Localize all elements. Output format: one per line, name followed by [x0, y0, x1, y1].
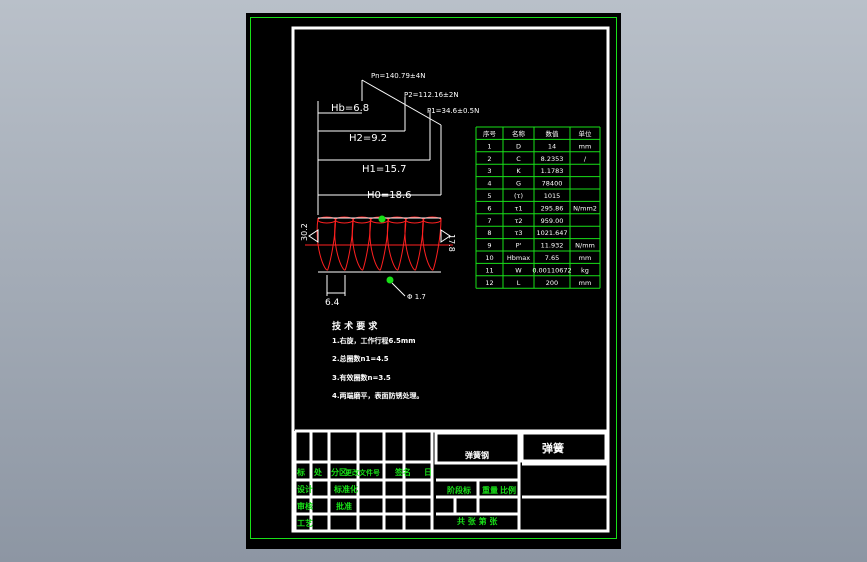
table-header-cell: 序号 [483, 129, 497, 138]
table-cell: τ2 [514, 217, 522, 225]
wire-diameter-label: Φ 1.7 [407, 293, 426, 301]
table-cell: / [584, 155, 587, 163]
stage-label: 阶段标 [447, 485, 471, 495]
table-cell: N/mm [575, 242, 595, 250]
table-cell: 8 [487, 229, 491, 237]
coil-front [404, 217, 417, 271]
table-header-cell: 单位 [579, 129, 593, 138]
sheet-label: 共 张 第 张 [457, 516, 498, 526]
coil-front [422, 217, 434, 271]
table-cell: 78400 [542, 180, 563, 188]
tech-item-4: 4.两端磨平，表面防锈处理。 [332, 391, 424, 400]
table-cell: D [516, 142, 521, 150]
tb-c-0: 审核 [297, 501, 313, 511]
tech-item-1: 1.右旋，工作行程6.5mm [332, 336, 416, 345]
table-cell: 7 [487, 217, 491, 225]
weight-label: 重量 [482, 485, 498, 495]
table-cell: 4 [487, 180, 491, 188]
table-cell: L [517, 279, 521, 287]
coil-front [334, 217, 346, 271]
title-block-labels: 标 处 分区 更改文件号 签名 日 设计 标准化 审核 工艺 批准 阶段标 重量… [296, 467, 516, 528]
spring-drawing [305, 215, 453, 297]
table-cell: 1015 [544, 192, 561, 200]
height-h2-label: H2=9.2 [349, 133, 387, 144]
table-cell: 7.65 [545, 254, 559, 262]
table-cell: kg [581, 266, 589, 274]
table-cell: 11 [485, 266, 493, 274]
table-cell: 10 [485, 254, 493, 262]
left-diameter-label: 30.2 [300, 223, 309, 241]
load-p1-label: P1=34.6±0.5N [427, 107, 479, 115]
inner-frame [291, 26, 610, 533]
table-cell: 1.1783 [541, 167, 564, 175]
tech-title: 技 术 要 求 [332, 320, 378, 332]
tech-item-3: 3.有效圈数n=3.5 [332, 373, 391, 382]
scale-label: 比例 [500, 485, 516, 495]
table-cell: 1021.647 [536, 229, 567, 237]
tech-item-2: 2.总圈数n1=4.5 [332, 354, 389, 363]
tb-d-0: 工艺 [297, 518, 313, 528]
tb-a-5: 日 [424, 468, 432, 477]
tb-a-3: 更改文件号 [345, 468, 380, 477]
tb-a-0: 标 [296, 467, 305, 477]
table-cell: 2 [487, 155, 491, 163]
table-cell: 12 [485, 279, 493, 287]
table-cell: 9 [487, 242, 491, 250]
table-cell: P' [516, 242, 522, 250]
table-cell: K [516, 167, 521, 175]
coil-front [351, 217, 364, 271]
tb-a-1: 处 [313, 467, 323, 477]
height-hb-label: Hb=6.8 [331, 103, 369, 114]
coil-front [316, 217, 329, 271]
load-pn-label: Pn=140.79±4N [371, 72, 425, 80]
title-block [293, 429, 608, 531]
table-cell: C [516, 155, 521, 163]
tb-d-2: 批准 [336, 501, 352, 511]
table-cell: τ1 [514, 204, 522, 212]
table-cell: W [515, 266, 522, 274]
coil-front [386, 217, 399, 271]
table-cell: G [516, 180, 521, 188]
tb-a-2: 分区 [331, 467, 347, 477]
part-name-label: 弹簧 [542, 441, 564, 455]
table-cell: τ3 [514, 229, 522, 237]
coil-front [369, 217, 381, 271]
table-cell: 5 [487, 192, 491, 200]
material-label: 弹簧钢 [465, 450, 489, 460]
table-cell: 200 [546, 279, 558, 287]
table-cell: N/mm2 [573, 204, 597, 212]
table-header-cell: 数值 [546, 129, 560, 138]
table-cell: 1 [487, 142, 491, 150]
height-h0-label: H0=18.6 [367, 190, 412, 201]
table-cell: 295.86 [541, 204, 564, 212]
table-cell: 959.00 [541, 217, 564, 225]
height-h1-label: H1=15.7 [362, 164, 407, 175]
table-cell: mm [579, 142, 592, 150]
coil-top [422, 216, 442, 224]
table-cell: 11.932 [541, 242, 564, 250]
table-cell: 14 [548, 142, 556, 150]
table-cell: (τ) [514, 192, 523, 200]
tb-a-4: 签名 [394, 467, 411, 477]
tb-b-0: 设计 [297, 484, 313, 494]
coil-back [432, 217, 442, 271]
table-cell: Hbmax [507, 254, 530, 262]
table-cell: 6 [487, 204, 491, 212]
tb-b-2: 标准化 [333, 484, 358, 494]
outer-frame [250, 17, 617, 539]
table-cell: 8.2353 [541, 155, 564, 163]
table-cell: mm [579, 254, 592, 262]
load-p2-label: P2=112.16±2N [404, 91, 459, 99]
table-cell: 3 [487, 167, 491, 175]
parameter-table: 序号 名称 数值 单位 1 D 14 mm 2 C 8.2353 / 3 K 1.1783 4 G 78400 5 (… [475, 126, 601, 289]
load-diagram [317, 79, 442, 215]
table-header-cell: 名称 [512, 129, 526, 138]
right-diameter-label: 17.8 [447, 234, 456, 252]
table-cell: mm [579, 279, 592, 287]
table-cell: 0.00110672 [532, 266, 571, 274]
pitch-label: 6.4 [325, 298, 340, 308]
